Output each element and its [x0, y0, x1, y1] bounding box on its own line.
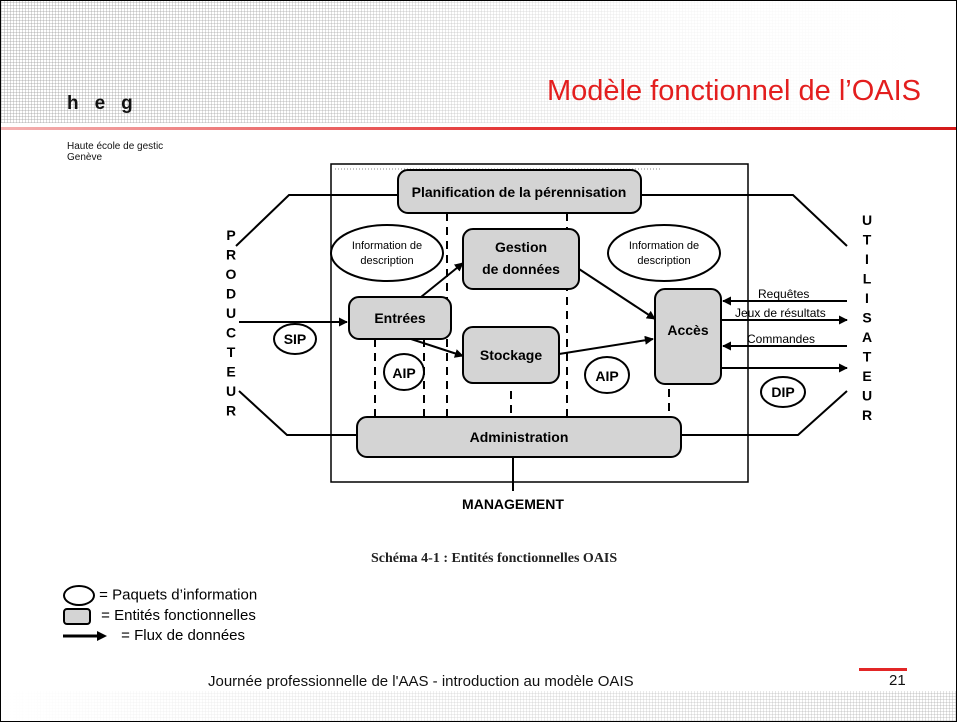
- ingest-label: Entrées: [374, 310, 426, 326]
- access-entity: [654, 288, 722, 385]
- diagram-caption: Schéma 4-1 : Entités fonctionnelles OAIS: [371, 551, 618, 566]
- data-management-entity: [462, 228, 580, 290]
- planning-label: Planification de la pérennisation: [412, 184, 627, 200]
- consumer-letter-4: I: [865, 290, 869, 306]
- info-desc-left-line2: description: [360, 255, 413, 267]
- consumer-letter-0: U: [862, 212, 872, 228]
- producer-letter-4: U: [226, 305, 236, 321]
- info-desc-right-oval: [607, 224, 721, 282]
- dip-oval: [760, 376, 806, 408]
- header-pattern: [1, 1, 956, 123]
- producer-letter-3: D: [226, 286, 236, 302]
- producer-letter-9: R: [226, 403, 236, 419]
- boundary-lines: [235, 194, 848, 436]
- consumer-letter-8: E: [862, 368, 871, 384]
- data-mgmt-line2: de données: [482, 261, 560, 277]
- producer-letter-8: U: [226, 383, 236, 399]
- producer-letter-7: E: [226, 364, 235, 380]
- planning-entity: [397, 169, 642, 214]
- result-sets-label: Jeux de résultats: [735, 306, 826, 320]
- consumer-letter-10: R: [862, 407, 872, 423]
- legend-entities-label: = Entités fonctionnelles: [101, 607, 256, 624]
- footer-text: Journée professionnelle de l'AAS - intro…: [208, 673, 634, 690]
- orders-label: Commandes: [747, 332, 815, 346]
- legend-packages-label: = Paquets d’information: [99, 586, 258, 604]
- arrow-icon: [63, 631, 107, 642]
- consumer-letter-9: U: [862, 388, 872, 404]
- administration-entity: [356, 416, 682, 458]
- consumer-letter-5: S: [862, 310, 871, 326]
- aip-left-label: AIP: [392, 365, 415, 381]
- institution-city: Genève: [67, 152, 103, 163]
- legend-flows-label: = Flux de données: [121, 627, 246, 644]
- consumer-letter-2: I: [865, 251, 869, 267]
- sip-label: SIP: [284, 331, 307, 347]
- producer-letter-1: R: [226, 247, 236, 263]
- oval-icon: [63, 585, 95, 606]
- consumer-letter-3: L: [863, 271, 872, 287]
- heg-logo: heg: [67, 93, 149, 114]
- producer-letter-6: T: [227, 344, 236, 360]
- sip-oval: [273, 323, 317, 355]
- legend-entities: = Entités fonctionnelles: [63, 607, 256, 625]
- producer-letter-5: C: [226, 325, 236, 341]
- legend-flows: = Flux de données: [63, 627, 245, 644]
- requests-label: Requêtes: [758, 287, 809, 301]
- administration-label: Administration: [470, 429, 569, 445]
- info-desc-left-line1: Information de: [352, 240, 422, 252]
- slide-title: Modèle fonctionnel de l’OAIS: [547, 75, 921, 107]
- info-desc-left-oval: [330, 224, 444, 282]
- page-number: 21: [889, 672, 906, 689]
- rounded-rect-icon: [63, 607, 91, 625]
- aip-right-oval: [584, 356, 630, 394]
- aip-left-oval: [383, 353, 425, 391]
- consumer-letter-6: A: [862, 329, 872, 345]
- institution-name: Haute école de gestic: [67, 141, 164, 152]
- data-flows: [239, 262, 848, 491]
- aip-right-label: AIP: [595, 368, 618, 384]
- data-mgmt-line1: Gestion: [495, 239, 547, 255]
- management-label: MANAGEMENT: [462, 496, 564, 512]
- access-label: Accès: [667, 322, 708, 338]
- dip-label: DIP: [771, 384, 794, 400]
- header-accent-line: [1, 127, 956, 130]
- consumer-letter-1: T: [863, 232, 872, 248]
- legend-packages: = Paquets d’information: [63, 585, 257, 606]
- storage-label: Stockage: [480, 347, 542, 363]
- consumer-letter-7: T: [863, 349, 872, 365]
- page-number-box: [859, 668, 907, 692]
- producer-letter-2: O: [226, 266, 237, 282]
- info-desc-right-line2: description: [637, 255, 690, 267]
- ingest-entity: [348, 296, 452, 340]
- info-desc-right-line1: Information de: [629, 240, 699, 252]
- footer-pattern: [1, 691, 956, 721]
- producer-letter-0: P: [226, 227, 235, 243]
